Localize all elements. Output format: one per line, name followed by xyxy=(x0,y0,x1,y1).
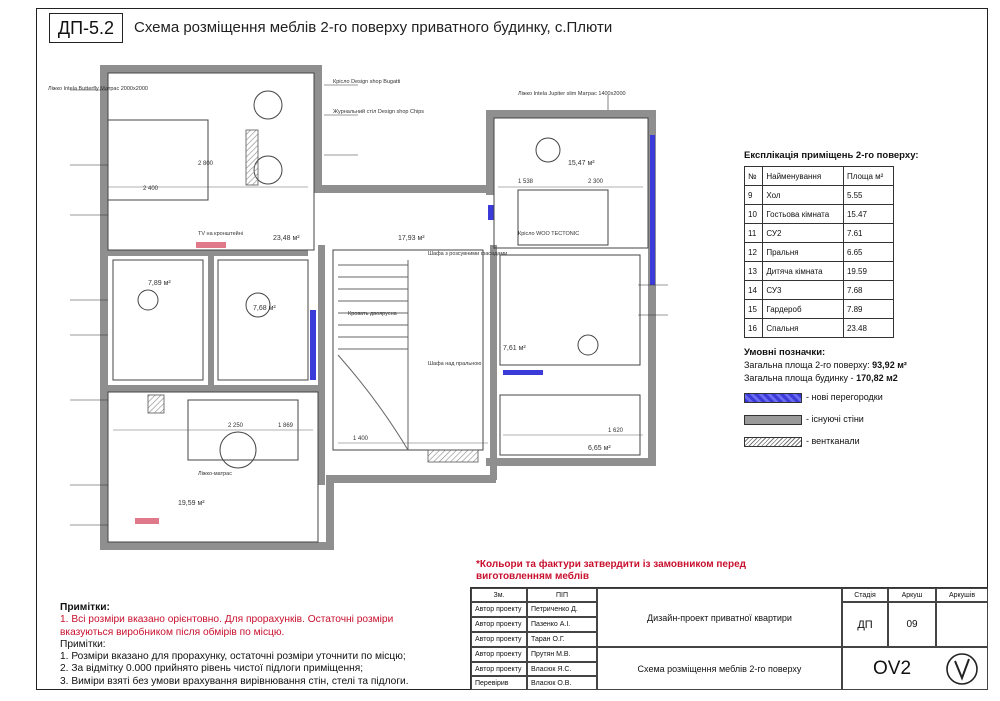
callout-1: Ліжко Intela Butterfly Матрас 2000х2000 xyxy=(48,86,148,92)
callout-7: ТV на кронштейні xyxy=(198,230,243,237)
tb-name: Петриченко Д. xyxy=(527,602,597,617)
tb-sheet-value: 09 xyxy=(888,602,936,647)
title-block: Зм. ПІП Автор проекту Петриченко Д. Авто… xyxy=(470,587,988,690)
tb-sheets-value xyxy=(936,602,988,647)
tb-name: Таран О.Г. xyxy=(527,632,597,647)
sheet-code: ДП-5.2 xyxy=(49,13,123,43)
tb-role: Перевірив xyxy=(471,676,527,690)
dim-8: 1 400 xyxy=(353,436,369,442)
dim-2: 2 300 xyxy=(588,179,604,185)
callout-2: Крісло Design shop Bugatti xyxy=(333,79,400,85)
room-area-15: 7,89 м² xyxy=(148,280,171,287)
room-area-11: 7,61 м² xyxy=(503,345,526,352)
legend-swatch-vent-channels xyxy=(744,437,802,447)
room-area-10: 15,47 м² xyxy=(568,160,595,167)
room-area-16: 23,48 м² xyxy=(273,235,300,242)
dim-1: 2 400 xyxy=(143,186,159,192)
callout-3: Журнальний стіл Design shop Chips xyxy=(333,108,424,115)
tb-sheet-label: Аркуш xyxy=(888,588,936,602)
tb-sheet-name: Схема розміщення меблів 2-го поверху xyxy=(597,647,842,690)
notes-line-1: 1. Розміри вказано для прорахунку, остат… xyxy=(60,651,406,663)
callout-5: Крісло WOO TECTONIC xyxy=(518,231,579,237)
existing-walls xyxy=(100,65,656,550)
dim-9: 1 620 xyxy=(608,428,624,434)
callout-9: Ліжко-матрас xyxy=(198,471,232,477)
room-area-12: 6,65 м² xyxy=(588,445,611,452)
callout-4: Ліжко Intela Jupiter slim Матрас 1400х20… xyxy=(518,91,626,97)
total-floor-area: Загальна площа 2-го поверху: 93,92 м² xyxy=(744,360,907,370)
notes-red-line-2: вказуються виробником після обмірів по м… xyxy=(60,626,285,638)
legend-swatch-existing-walls xyxy=(744,415,802,425)
tb-stage-label: Стадія xyxy=(842,588,888,602)
notes-title: Примітки: xyxy=(60,602,110,613)
total-house-area: Загальна площа будинку - 170,82 м2 xyxy=(744,373,898,383)
notes-title-2: Примітки: xyxy=(60,638,106,650)
new-partitions xyxy=(310,135,655,380)
tb-role: Автор проекту xyxy=(471,662,527,676)
tb-role: Автор проекту xyxy=(471,632,527,647)
room-area-13: 19,59 м² xyxy=(178,500,205,507)
dim-7: 2 250 xyxy=(228,423,244,429)
dim-4: 2 800 xyxy=(198,161,214,167)
tb-col-pip: ПІП xyxy=(527,588,597,602)
callout-6: Шафа з розсувними фасадами xyxy=(428,251,507,257)
notes-red-line-1: 1. Всі розміри вказано орієнтовно. Для п… xyxy=(60,614,394,626)
col-area: Площа м² xyxy=(842,166,895,186)
dim-6: 1 869 xyxy=(278,423,294,429)
sheet-title: Схема розміщення меблів 2-го поверху при… xyxy=(134,19,613,36)
notes-line-2: 2. За відмітку 0.000 прийнято рівень чис… xyxy=(60,663,364,675)
firm-logo-icon xyxy=(946,653,978,685)
legend-swatch-new-walls xyxy=(744,393,802,403)
tb-name: Власюк О.В. xyxy=(527,676,597,690)
tb-firm: OV2 xyxy=(842,647,988,690)
legend-label-existing-walls: - існуючі стіни xyxy=(806,414,864,424)
tb-role: Автор проекту xyxy=(471,647,527,662)
tb-col-izm: Зм. xyxy=(471,588,527,602)
legend-label-vent-channels: - вентканали xyxy=(806,436,860,446)
tb-role: Автор проекту xyxy=(471,602,527,617)
tb-name: Пазенко А.І. xyxy=(527,617,597,632)
col-number: № xyxy=(743,166,764,186)
notes-line-3: 3. Виміри взяті без умови врахування вир… xyxy=(60,675,409,687)
tb-project-name: Дизайн-проект приватної квартири xyxy=(597,588,842,647)
callout-8: Кровать двоярусна xyxy=(348,311,398,317)
dim-3: 1 538 xyxy=(518,179,534,185)
callout-10: Шафа над пральною xyxy=(428,361,481,367)
col-name: Найменування xyxy=(762,166,844,186)
tb-sheets-label: Аркушів xyxy=(936,588,988,602)
explication-title: Експлікація приміщень 2-го поверху: xyxy=(744,150,919,161)
tb-role: Автор проекту xyxy=(471,617,527,632)
legend-title: Умовні позначки: xyxy=(744,347,826,358)
legend-label-new-walls: - нові перегородки xyxy=(806,392,883,402)
tb-name: Прутян М.В. xyxy=(527,647,597,662)
tb-name: Власюк Я.С. xyxy=(527,662,597,676)
room-area-9: 17,93 м² xyxy=(398,235,425,242)
tb-stage-value: ДП xyxy=(842,602,888,647)
room-area-14: 7,68 м² xyxy=(253,305,276,312)
firm-name: OV2 xyxy=(873,657,912,679)
floor-plan: 23,48 м² 15,47 м² 17,93 м² 7,68 м² 7,89 … xyxy=(48,65,668,550)
colors-note: *Кольори та фактури затвердити із замовн… xyxy=(476,559,746,582)
notes-block: Примітки: 1. Всі розміри вказано орієнто… xyxy=(60,602,409,688)
